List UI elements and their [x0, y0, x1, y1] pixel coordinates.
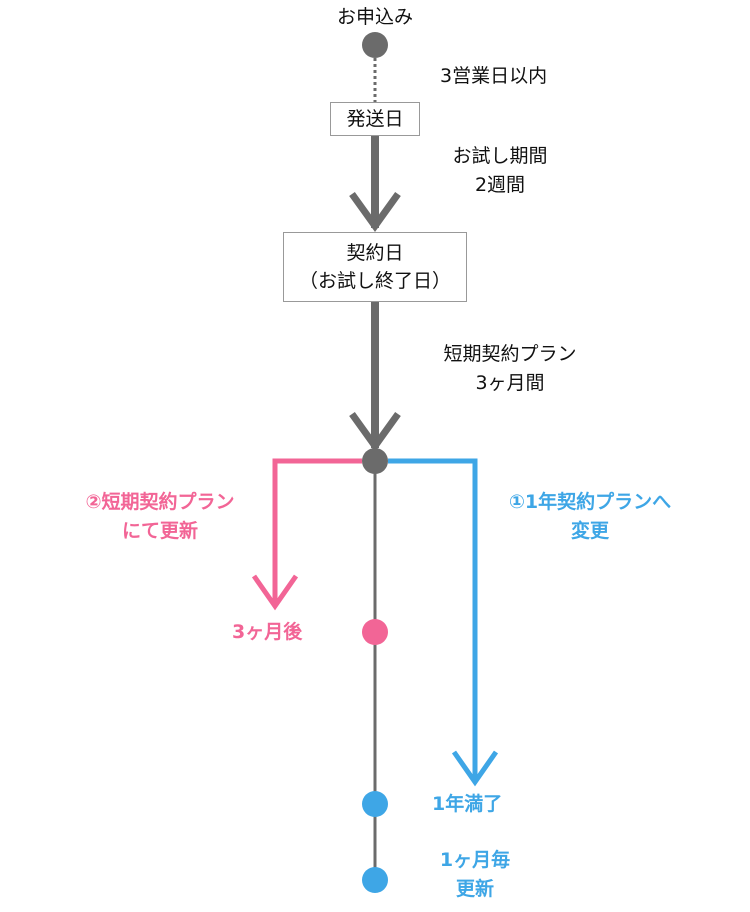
application-label: お申込み [336, 6, 413, 28]
trial-interval-line2: 2週間 [474, 174, 526, 196]
short-branch-label: ②短期契約プラン にて更新 [55, 488, 265, 546]
annual-branch-label-line2: 変更 [570, 520, 609, 542]
renewal-label: 1ヶ月毎 更新 [420, 846, 530, 904]
renewal-dot [362, 867, 388, 893]
short-branch-label-line2: にて更新 [121, 520, 198, 542]
application-dot [362, 32, 388, 58]
annual-end-label: 1年満了 [432, 793, 503, 815]
ship-day-label: 発送日 [346, 108, 404, 130]
short-branch-arrowhead [251, 574, 299, 611]
short-plan-interval-line2: 3ヶ月間 [475, 372, 545, 394]
short-plan-interval-label: 短期契約プラン 3ヶ月間 [410, 340, 610, 398]
annual-branch-label-line1: ①1年契約プランへ [508, 491, 672, 513]
annual-end-dot [362, 791, 388, 817]
contract-day-label: 契約日 [346, 242, 404, 264]
short-plan-interval-line1: 短期契約プラン [443, 343, 577, 365]
renewal-label-line2: 更新 [455, 878, 494, 900]
short-end-label: 3ヶ月後 [232, 621, 303, 643]
annual-branch-line [388, 458, 478, 782]
trial-interval-label: お試し期間 2週間 [420, 142, 580, 200]
annual-branch-arrowhead [451, 750, 499, 787]
annual-branch-label: ①1年契約プランへ 変更 [482, 488, 698, 546]
short-branch-label-line1: ②短期契約プラン [85, 491, 235, 513]
branch-dot [362, 448, 388, 474]
contract-day-sublabel: （お試し終了日） [298, 270, 451, 292]
contract-day-box: 契約日 （お試し終了日） [283, 232, 467, 302]
trial-interval-line1: お試し期間 [452, 145, 548, 167]
renewal-label-line1: 1ヶ月毎 [439, 849, 511, 871]
shipping-interval-label: 3営業日以内 [440, 65, 548, 87]
short-plan-arrowhead [349, 411, 401, 452]
ship-day-box: 発送日 [330, 102, 420, 136]
short-end-dot [362, 619, 388, 645]
short-branch-line [272, 458, 362, 606]
trial-arrowhead [349, 191, 401, 232]
